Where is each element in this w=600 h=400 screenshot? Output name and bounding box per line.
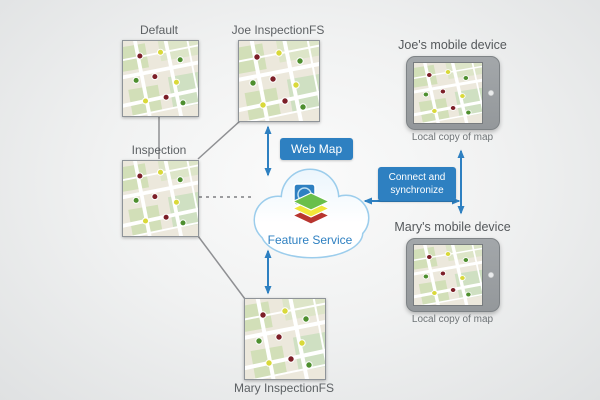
feature-service-label: Feature Service: [267, 233, 353, 247]
connector-joe-inspection: [197, 120, 241, 160]
connector-inspection-mary: [197, 235, 246, 300]
joe-fs-map-thumbnail: [238, 40, 320, 122]
map-thumbnail: [239, 41, 319, 121]
joe-device-screen: [413, 62, 483, 124]
map-thumbnail: [123, 161, 198, 236]
inspection-map-thumbnail: [122, 160, 199, 237]
feature-service-cloud: [248, 160, 378, 265]
cloud-icon: [253, 168, 370, 259]
default-map-thumbnail: [122, 40, 199, 117]
joe-device-label: Joe's mobile device: [398, 38, 507, 52]
map-thumbnail: [123, 41, 198, 116]
web-map-badge: Web Map: [280, 138, 354, 160]
map-thumbnail: [245, 299, 325, 379]
mary-fs-label: Mary InspectionFS: [233, 381, 335, 395]
camera-icon: [488, 90, 494, 96]
mary-mobile-device: [406, 238, 500, 312]
joe-fs-label: Joe InspectionFS: [231, 23, 325, 37]
map-thumbnail: [414, 245, 482, 305]
connect-synchronize-badge: Connect and synchronize: [378, 167, 456, 201]
mary-local-copy-caption: Local copy of map: [411, 314, 494, 325]
joe-local-copy-caption: Local copy of map: [411, 132, 494, 143]
joe-mobile-device: [406, 56, 500, 130]
map-thumbnail: [414, 63, 482, 123]
default-version-label: Default: [139, 23, 179, 37]
inspection-version-label: Inspection: [131, 143, 187, 157]
mary-device-label: Mary's mobile device: [394, 220, 511, 234]
feature-service-layers-icon: [291, 183, 331, 225]
mary-device-screen: [413, 244, 483, 306]
mary-fs-map-thumbnail: [244, 298, 326, 380]
camera-icon: [488, 272, 494, 278]
